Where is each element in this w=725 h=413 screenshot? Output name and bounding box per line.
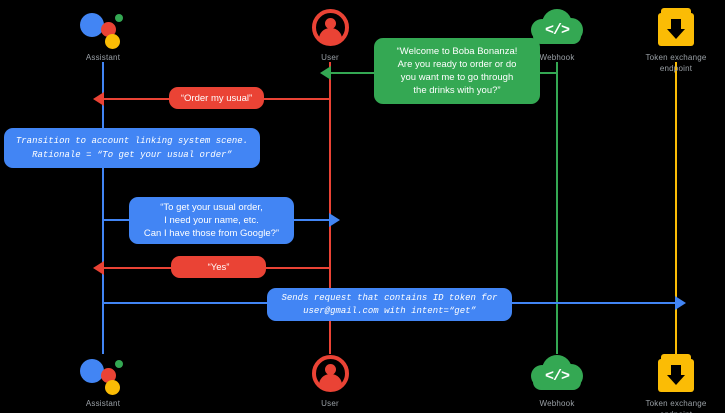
note-transition-to-account-linking: Transition to account linking system sce… bbox=[4, 128, 260, 168]
message-welcome: “Welcome to Boba Bonanza! Are you ready … bbox=[374, 38, 540, 104]
actor-label-assistant: Assistant bbox=[85, 399, 121, 408]
message-order-my-usual: “Order my usual” bbox=[169, 87, 264, 109]
actor-label-user: User bbox=[321, 53, 339, 62]
arrowhead-left-icon bbox=[320, 66, 331, 80]
message-request-name: “To get your usual order, I need your na… bbox=[129, 197, 294, 244]
actor-label-token-endpoint: Token exchange endpoint bbox=[645, 53, 707, 73]
arrowhead-left-icon bbox=[93, 261, 104, 275]
user-avatar-icon bbox=[270, 352, 390, 394]
user-avatar-icon bbox=[270, 6, 390, 48]
arrowhead-left-icon bbox=[93, 92, 104, 106]
lifeline-token-endpoint bbox=[675, 62, 677, 354]
code-brackets-glyph: </> bbox=[544, 21, 570, 39]
lifeline-user bbox=[329, 62, 331, 354]
inbox-download-icon bbox=[616, 6, 725, 48]
cloud-code-icon: </> bbox=[497, 6, 617, 48]
actor-webhook-top[interactable]: </> Webhook bbox=[497, 6, 617, 63]
arrowhead-right-icon bbox=[329, 213, 340, 227]
inbox-download-icon bbox=[616, 352, 725, 394]
actor-webhook-bottom[interactable]: </> Webhook bbox=[497, 352, 617, 409]
lifeline-assistant bbox=[102, 62, 104, 354]
actor-label-token-endpoint: Token exchange endpoint bbox=[645, 399, 707, 413]
cloud-code-icon: </> bbox=[497, 352, 617, 394]
message-send-id-token: Sends request that contains ID token for… bbox=[267, 288, 512, 321]
actor-user-top[interactable]: User bbox=[270, 6, 390, 63]
google-assistant-icon bbox=[43, 6, 163, 49]
lifeline-webhook bbox=[556, 62, 558, 354]
actor-label-webhook: Webhook bbox=[539, 53, 575, 62]
actor-label-webhook: Webhook bbox=[539, 399, 575, 408]
actor-label-assistant: Assistant bbox=[85, 53, 121, 62]
code-brackets-glyph: </> bbox=[544, 367, 570, 385]
actor-token-endpoint-top[interactable]: Token exchange endpoint bbox=[616, 6, 725, 74]
actor-user-bottom[interactable]: User bbox=[270, 352, 390, 409]
actor-assistant-top[interactable]: Assistant bbox=[43, 6, 163, 63]
message-yes: “Yes” bbox=[171, 256, 266, 278]
actor-assistant-bottom[interactable]: Assistant bbox=[43, 352, 163, 409]
actor-label-user: User bbox=[321, 399, 339, 408]
arrowhead-right-icon bbox=[675, 296, 686, 310]
google-assistant-icon bbox=[43, 352, 163, 395]
actor-token-endpoint-bottom[interactable]: Token exchange endpoint bbox=[616, 352, 725, 413]
